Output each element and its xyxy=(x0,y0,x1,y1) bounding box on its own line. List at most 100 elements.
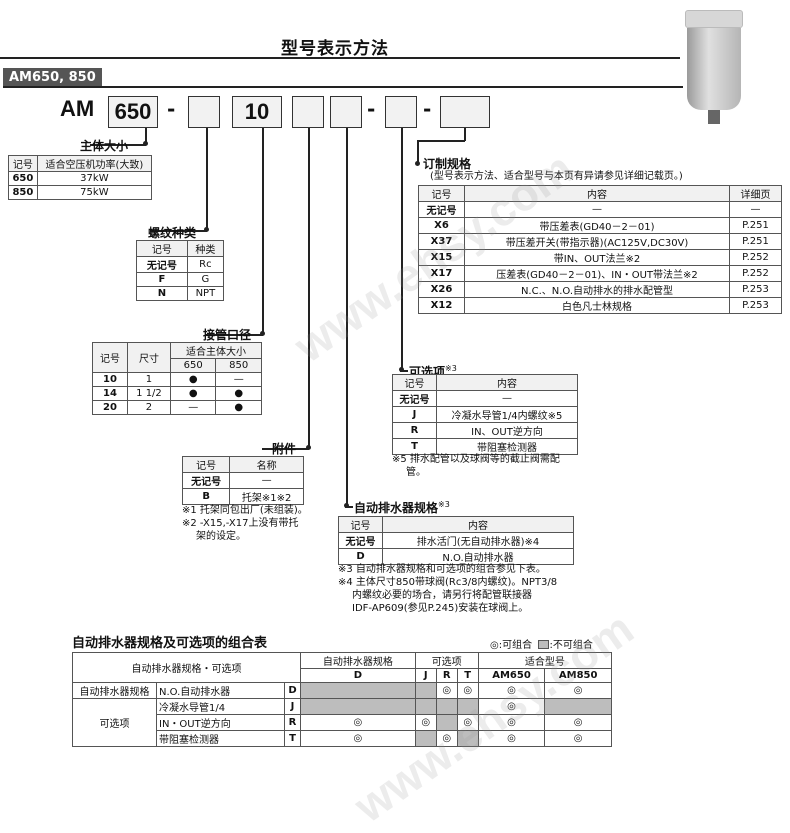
accessory-notes: ※1 托架同包出厂(未组装)。 ※2 -X15,-X17上没有带托 架的设定。 xyxy=(182,505,308,542)
combo-table: 自动排水器规格・可选项 自动排水器规格 可选项 适合型号 D J R T AM6… xyxy=(72,652,613,747)
header: 适合空压机功率(大致) xyxy=(36,155,153,172)
option-connector-h xyxy=(400,370,408,372)
size-connector-h xyxy=(90,144,146,146)
thread-connector-h xyxy=(150,230,207,232)
code-dash-1: - xyxy=(167,97,176,121)
combo-cell: ◎ xyxy=(544,730,612,747)
combo-cell: ◎ xyxy=(300,730,416,747)
custom-connector xyxy=(417,140,419,164)
table-row: 带阻塞检测器 T ◎◎◎◎ xyxy=(73,730,612,747)
drain-code-box xyxy=(330,96,362,128)
table-row: 无记号— xyxy=(181,472,304,489)
accessory-connector-h xyxy=(262,448,309,450)
model-prefix: AM xyxy=(60,96,95,121)
combo-cell: ◎ xyxy=(544,714,612,731)
custom-connector-top xyxy=(417,140,465,142)
body-size-label: 主体大小 xyxy=(80,139,129,153)
accessory-code-box xyxy=(292,96,324,128)
drain-connector xyxy=(346,128,348,506)
port-code-box: 10 xyxy=(232,96,282,128)
port-label: 接管口径 xyxy=(203,328,252,342)
page-title: 型号表示方法 xyxy=(281,39,389,59)
combo-cell xyxy=(456,730,479,747)
thread-connector-dot xyxy=(204,227,209,232)
header: 记号 xyxy=(8,155,38,172)
combo-cell xyxy=(435,698,458,715)
table-row: 无记号— xyxy=(392,390,578,407)
drain-notes: ※3 自动排水器规格和可选项的组合参见下表。 ※4 主体尺寸850带球阀(Rc3… xyxy=(338,564,558,614)
custom-label: 订制规格 xyxy=(423,157,472,171)
port-connector xyxy=(262,128,264,334)
product-image xyxy=(683,10,745,130)
combo-cell xyxy=(300,682,416,699)
thread-label: 螺纹种类 xyxy=(148,226,197,240)
title-rule xyxy=(0,57,680,59)
size-connector xyxy=(145,128,147,144)
option-notes: ※5 排水配管以及球阀等的截止阀需配 管。 xyxy=(392,454,560,478)
custom-connector-dot xyxy=(415,161,420,166)
combo-cell xyxy=(414,682,437,699)
custom-code-box xyxy=(440,96,490,128)
accessory-connector xyxy=(308,128,310,448)
option-connector-dot xyxy=(399,367,404,372)
table-row: 无记号排水活门(无自动排水器)※4 xyxy=(338,532,574,549)
option-code-box xyxy=(385,96,417,128)
custom-connector-up xyxy=(464,128,466,141)
code-dash-2: - xyxy=(367,97,376,121)
combo-cell xyxy=(300,698,416,715)
size-connector-dot xyxy=(143,141,148,146)
accessory-connector-dot xyxy=(306,445,311,450)
thread-connector xyxy=(206,128,208,230)
combo-title: 自动排水器规格及可选项的组合表 xyxy=(72,636,268,651)
port-connector-dot xyxy=(260,331,265,336)
thread-code-box xyxy=(188,96,220,128)
combo-cell xyxy=(544,698,612,715)
code-dash-3: - xyxy=(423,97,432,121)
combo-cell xyxy=(414,698,437,715)
drain-label: 自动排水器规格※3 xyxy=(354,500,450,515)
size-code-box: 650 xyxy=(108,96,158,128)
table-row: 无记号—— xyxy=(418,201,782,218)
drain-connector-h xyxy=(345,506,353,508)
combo-legend: ◎:可组合 :不可组合 xyxy=(490,640,593,651)
accessory-label: 附件 xyxy=(272,442,297,456)
drain-connector-dot xyxy=(344,503,349,508)
combo-cell xyxy=(414,730,437,747)
custom-desc: (型号表示方法、适合型号与本页有异请参见详细记载页。) xyxy=(430,171,683,182)
port-connector-h xyxy=(205,334,263,336)
combo-cell xyxy=(456,698,479,715)
combo-cell: ◎ xyxy=(300,714,416,731)
option-connector xyxy=(401,128,403,370)
table-row: IN・OUT逆方向 R ◎◎◎◎◎ xyxy=(73,714,612,731)
series-tag: AM650, 850 xyxy=(3,68,102,87)
series-rule xyxy=(3,86,683,88)
not-combinable-swatch xyxy=(538,640,550,649)
combo-cell: ◎ xyxy=(435,682,458,699)
table-row: 可选项 冷凝水导管1/4 J ◎ xyxy=(72,698,612,747)
